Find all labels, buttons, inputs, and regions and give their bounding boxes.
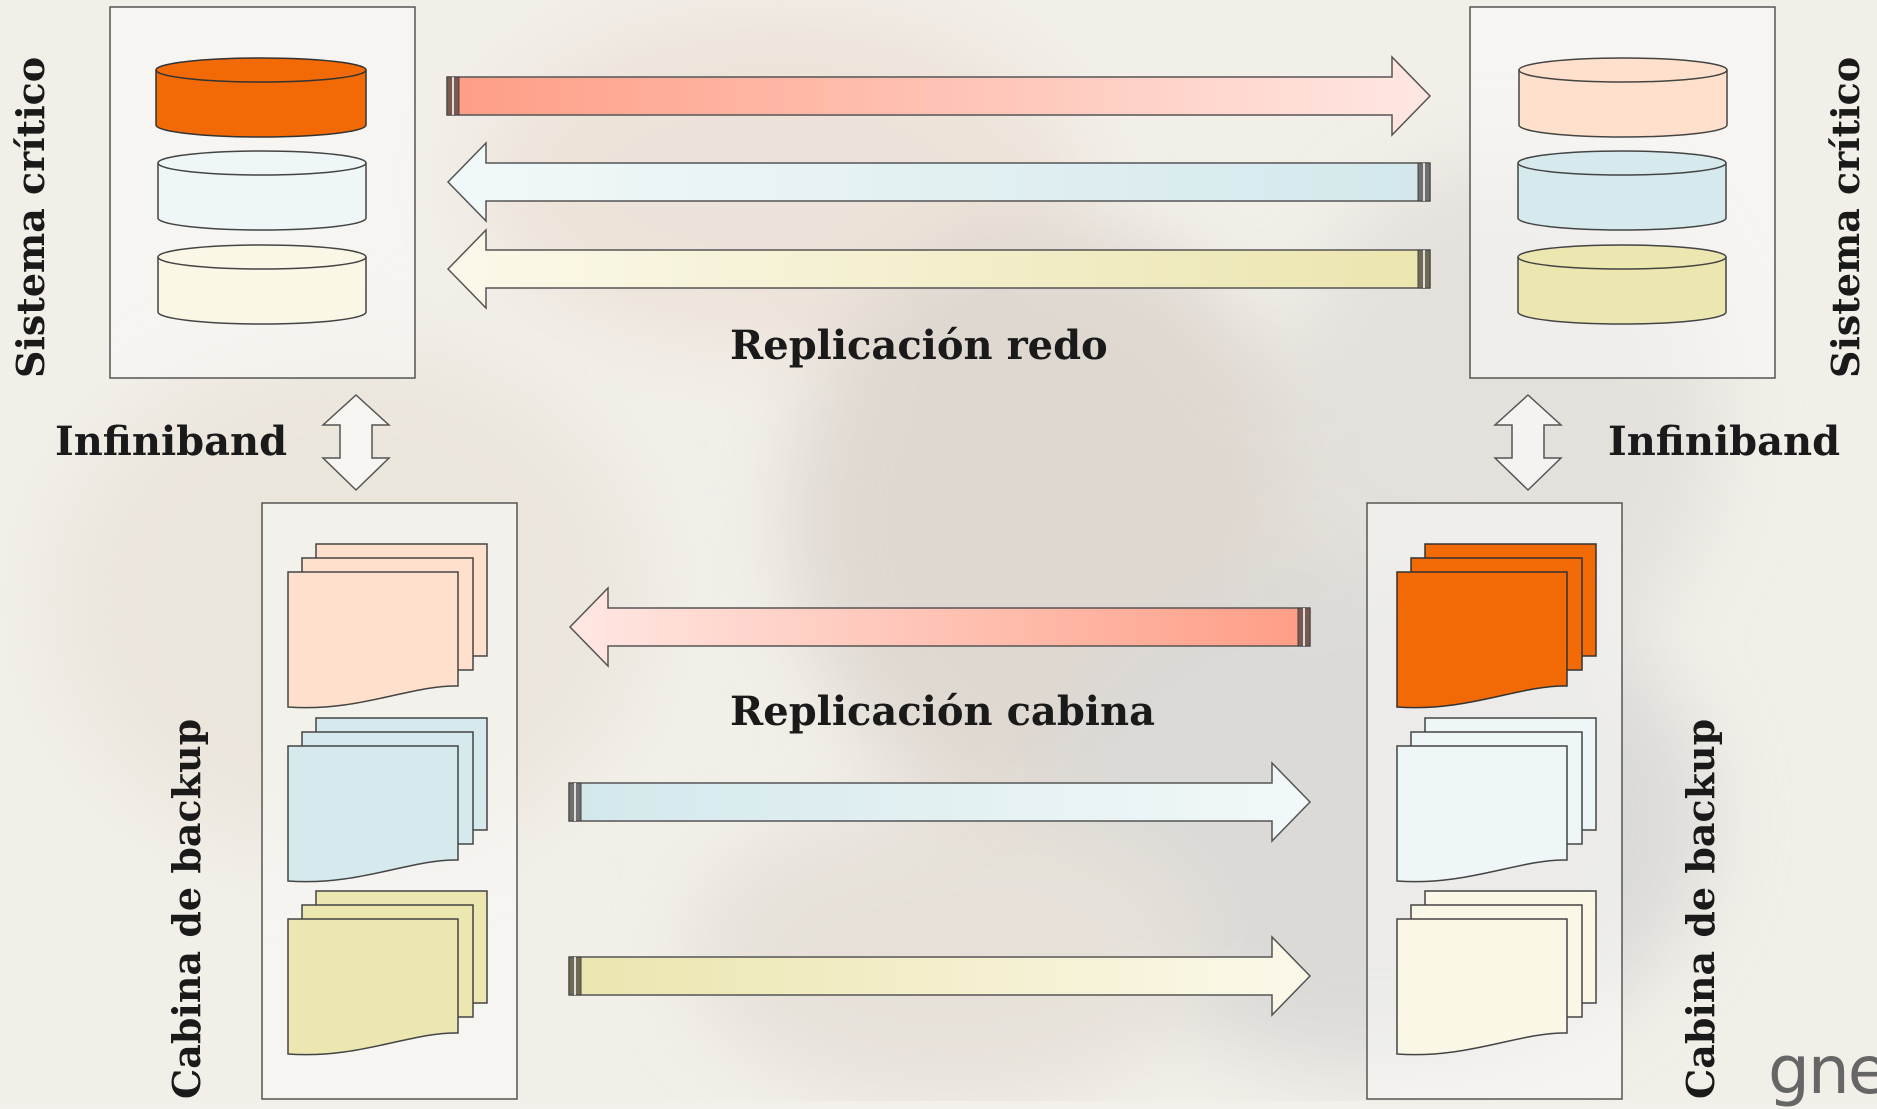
critical-system-label-left: Sistema crítico [8, 56, 53, 378]
database-cylinder-lightblue-left [157, 150, 367, 231]
critical-system-label-right: Sistema crítico [1823, 56, 1868, 378]
infiniband-label-right: Infiniband [1608, 418, 1841, 465]
database-cylinder-cream-left [157, 244, 367, 325]
redo-arrow-left-blue [446, 141, 1431, 223]
database-cylinder-orange-left [155, 57, 367, 138]
cabinet-arrow-left-red [568, 586, 1311, 668]
storage-stack-khaki-left [287, 890, 488, 1056]
cabinet-arrow-right-yellow [568, 935, 1312, 1017]
redo-arrow-left-yellow [446, 228, 1431, 310]
infiniband-double-arrow-left [321, 393, 391, 492]
infiniband-label-left: Infiniband [55, 418, 288, 465]
database-cylinder-peach-right [1518, 57, 1728, 138]
storage-stack-orange-right [1396, 543, 1597, 709]
storage-stack-cream-right [1396, 890, 1597, 1056]
company-logo: gne [1768, 1032, 1877, 1109]
database-cylinder-khaki-right [1517, 244, 1727, 325]
storage-stack-lightblue-right [1396, 717, 1597, 883]
redo-replication-label: Replicación redo [730, 322, 1108, 369]
cabinet-replication-label: Replicación cabina [730, 688, 1155, 735]
infiniband-double-arrow-right [1493, 393, 1563, 492]
storage-stack-peach-left [287, 543, 488, 709]
storage-stack-blue-left [287, 717, 488, 883]
backup-cabinet-label-right: Cabina de backup [1678, 718, 1723, 1099]
redo-arrow-right-red [446, 55, 1432, 137]
cabinet-arrow-right-blue [568, 761, 1312, 843]
database-cylinder-blue-right [1517, 150, 1727, 231]
backup-cabinet-label-left: Cabina de backup [164, 718, 209, 1099]
